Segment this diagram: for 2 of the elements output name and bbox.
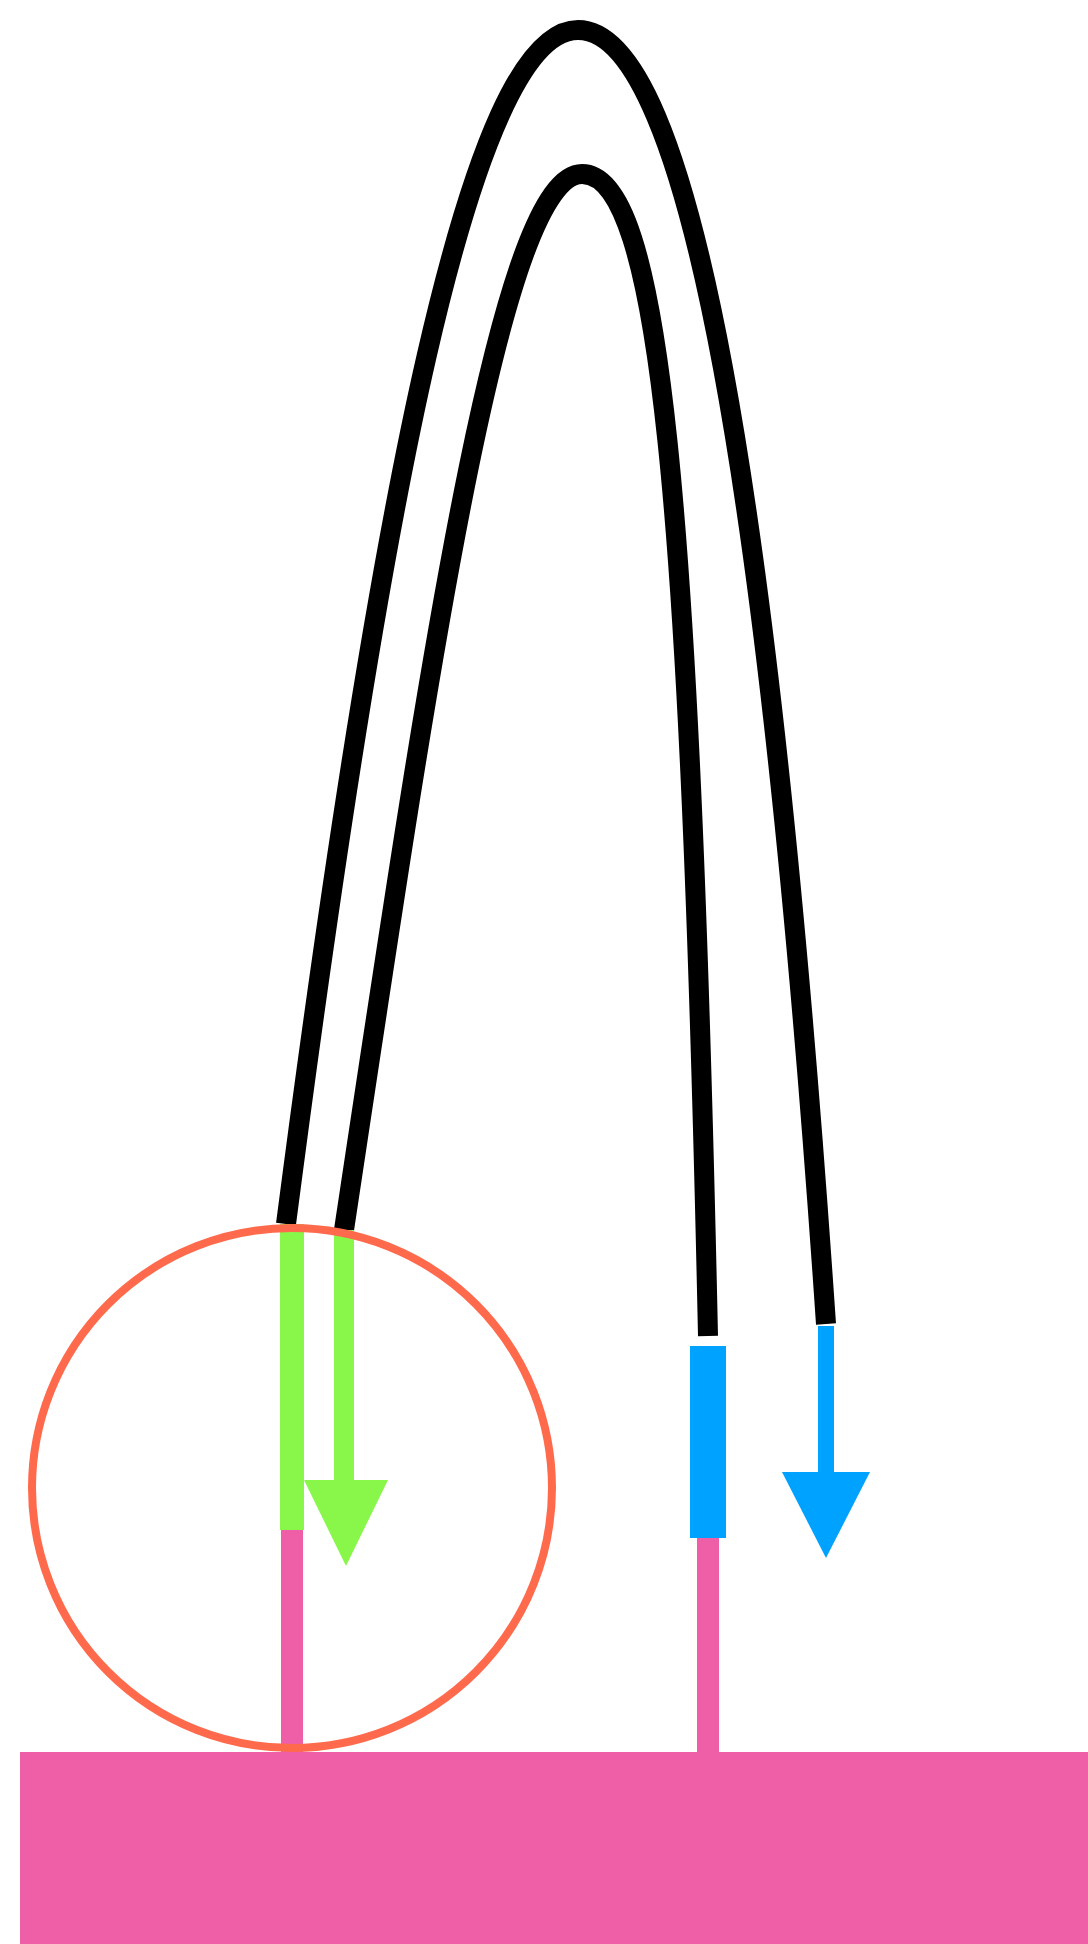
base-bar <box>20 1752 1088 1944</box>
highlight-circle <box>28 1224 556 1752</box>
